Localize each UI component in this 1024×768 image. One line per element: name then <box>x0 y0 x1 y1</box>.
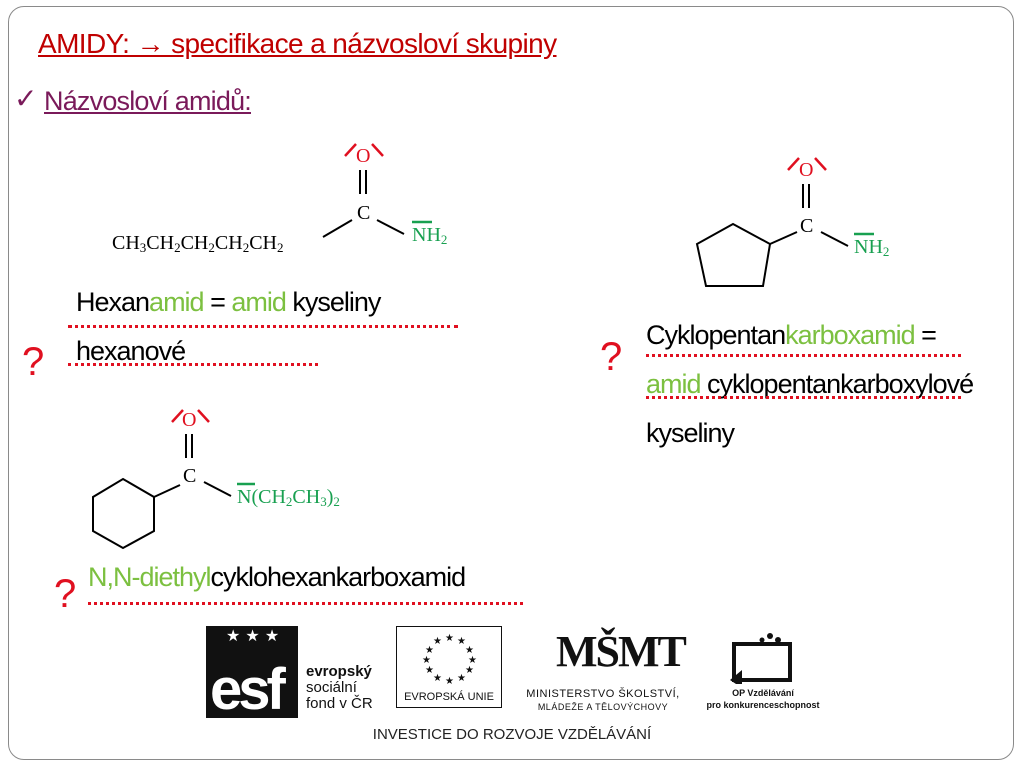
svg-text:★: ★ <box>445 676 454 687</box>
name-cyclopentane-line2: amid cyklopentankarboxylové <box>646 369 974 399</box>
esf-logo: esf ★ ★ ★ evropský sociální fond v ČR <box>206 626 394 722</box>
slide-title: AMIDY: → specifikace a názvosloví skupin… <box>38 28 557 59</box>
name-hexanamide-line2: hexanové <box>76 336 186 366</box>
dotted-underline <box>646 354 961 357</box>
carbonyl-carbon: C <box>357 202 371 224</box>
carbonyl-carbon: C <box>183 465 197 487</box>
msmt-logo: MŠMT MINISTERSTVO ŠKOLSTVÍ, MLÁDEŽE A TĚ… <box>526 627 687 712</box>
oxygen-atom: O <box>799 159 814 181</box>
slide-frame <box>8 6 1014 760</box>
svg-text:★: ★ <box>457 673 466 684</box>
question-mark: ? <box>22 340 45 384</box>
eu-stars-icon: ★★★ ★★★ ★★★ ★★★ <box>422 633 477 687</box>
svg-text:★: ★ <box>425 665 434 676</box>
oxygen-atom: O <box>182 409 197 431</box>
carbonyl-carbon: C <box>800 215 814 237</box>
svg-text:★: ★ <box>468 655 477 666</box>
name-hexanamide-line1: Hexanamid = amid kyseliny <box>76 287 381 317</box>
dotted-underline <box>68 363 318 366</box>
esf-letters: esf <box>210 657 286 722</box>
svg-text:★: ★ <box>433 636 442 647</box>
svg-text:★: ★ <box>465 665 474 676</box>
name-cyclopentane-line1: Cyklopentankarboxamid = <box>646 320 937 350</box>
question-mark: ? <box>54 572 77 616</box>
svg-text:★: ★ <box>445 633 454 644</box>
dotted-underline <box>68 325 458 328</box>
svg-text:★: ★ <box>465 645 474 656</box>
svg-text:★: ★ <box>433 673 442 684</box>
dotted-underline <box>88 602 523 605</box>
dotted-underline <box>646 396 961 399</box>
amine-group: NH2 <box>854 236 890 259</box>
oxygen-atom: O <box>356 145 371 167</box>
amine-group: N(CH2CH3)2 <box>237 486 340 509</box>
op-logo: OP Vzdělávání pro konkurenceschopnost <box>700 626 826 718</box>
svg-text:★: ★ <box>425 645 434 656</box>
slide-subtitle: Názvosloví amidů: <box>44 86 252 116</box>
op-arrow-icon <box>730 633 792 684</box>
stars-icon: ★ ★ ★ <box>226 626 280 645</box>
bond-lines <box>322 143 432 238</box>
investice-caption: INVESTICE DO ROZVOJE VZDĚLÁVÁNÍ <box>372 726 652 743</box>
cyclopentane-ring <box>695 157 874 287</box>
cyclohexane-ring <box>92 409 255 550</box>
question-mark: ? <box>600 335 623 379</box>
svg-text:★: ★ <box>457 636 466 647</box>
eu-flag-logo: ★★★ ★★★ ★★★ ★★★ EVROPSKÁ UNIE <box>396 626 502 708</box>
check-icon: ✓ <box>14 82 38 115</box>
msmt-monogram: MŠMT <box>556 627 687 676</box>
footer-logos: esf ★ ★ ★ evropský sociální fond v ČR ★★… <box>192 618 832 752</box>
amine-group: NH2 <box>412 224 448 247</box>
svg-text:★: ★ <box>422 655 431 666</box>
alkyl-chain: CH3CH2CH2CH2CH2 <box>112 232 284 255</box>
name-diethyl: N,N-diethylcyklohexankarboxamid <box>88 562 466 592</box>
name-cyclopentane-line3: kyseliny <box>646 418 735 448</box>
